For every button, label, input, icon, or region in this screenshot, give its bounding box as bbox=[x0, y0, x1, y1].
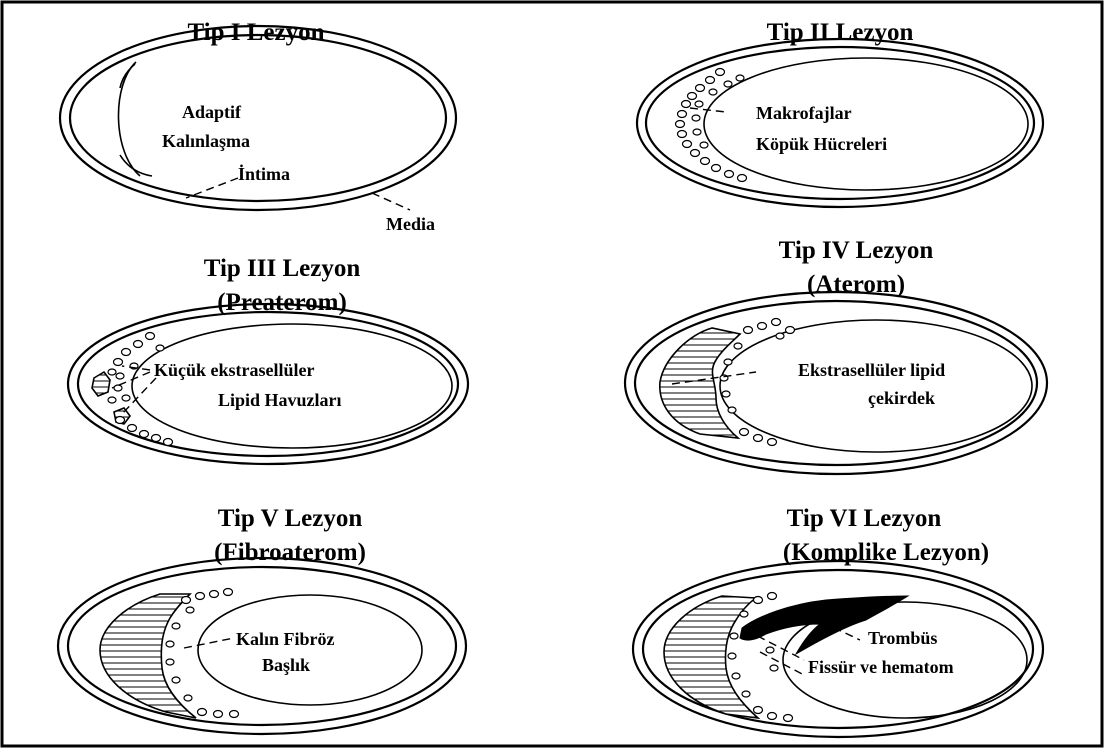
panel-subtitle: (Fibroaterom) bbox=[214, 539, 366, 566]
label-intima: İntima bbox=[238, 164, 290, 184]
lipid-core bbox=[660, 328, 740, 438]
panel-tip6: Tip VI Lezyon (Komplike Lezyon) Trombüs … bbox=[633, 505, 1043, 737]
label-kopuk-hucreleri: Köpük Hücreleri bbox=[756, 134, 887, 154]
label-trombus: Trombüs bbox=[868, 628, 937, 648]
panel-tip1: Tip I Lezyon Adaptif Kalınlaşma İntima M… bbox=[60, 19, 456, 234]
panel-tip3: Tip III Lezyon (Preaterom) Küç bbox=[68, 255, 468, 464]
panel-title: Tip VI Lezyon bbox=[787, 505, 942, 532]
media-leader bbox=[372, 193, 410, 210]
label-adaptif: Adaptif bbox=[182, 102, 242, 122]
label-kalinlasma: Kalınlaşma bbox=[162, 131, 250, 151]
artery-outer-wall bbox=[637, 39, 1043, 207]
panel-title: Tip IV Lezyon bbox=[779, 237, 934, 264]
label-fissur-ve-hematom: Fissür ve hematom bbox=[808, 657, 954, 677]
label-kucuk-ekstraselluler: Küçük ekstrasellüler bbox=[154, 360, 315, 380]
label-lipid-havuzlari: Lipid Havuzları bbox=[218, 390, 342, 410]
artery-lumen bbox=[198, 595, 422, 705]
artery-lumen bbox=[720, 320, 1032, 452]
label-baslik: Başlık bbox=[262, 655, 310, 675]
artery-lumen bbox=[704, 58, 1028, 190]
fibrous-cap-leader bbox=[184, 638, 234, 648]
panel-tip5: Tip V Lezyon (Fibroaterom) Kalın Fibröz … bbox=[58, 505, 466, 734]
panel-title: Tip I Lezyon bbox=[187, 19, 324, 46]
panel-title: Tip V Lezyon bbox=[218, 505, 363, 532]
panel-tip2: Tip II Lezyon Makro bbox=[637, 19, 1043, 207]
label-makrofajlar: Makrofajlar bbox=[756, 103, 852, 123]
label-media: Media bbox=[386, 214, 435, 234]
artery-media-wall bbox=[78, 312, 458, 456]
lipid-core bbox=[100, 594, 196, 718]
lipid-pool bbox=[92, 372, 110, 396]
label-kalin-fibroz: Kalın Fibröz bbox=[236, 629, 335, 649]
panel-subtitle: (Aterom) bbox=[807, 271, 905, 298]
label-ekstrasellular-lipid: Ekstrasellüler lipid bbox=[798, 360, 945, 380]
artery-outer-wall bbox=[68, 304, 468, 464]
artery-lumen bbox=[132, 324, 452, 448]
label-cekirdek: çekirdek bbox=[868, 388, 935, 408]
panel-tip4: Tip IV Lezyon (Aterom) Ekstrasellüler li… bbox=[625, 237, 1047, 474]
panel-title: Tip III Lezyon bbox=[204, 255, 361, 282]
